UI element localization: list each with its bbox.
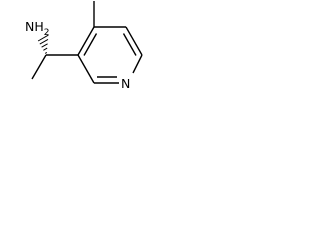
bond-chiral-to-methyl — [31, 54, 47, 80]
hashed-wedge-bond-amine — [37, 34, 49, 54]
pyridine-ring — [77, 26, 143, 84]
bond-c5-c6 — [125, 26, 143, 56]
amine-label: NH2 — [25, 19, 49, 38]
chemical-structure-diagram: NH2 N — [25, 1, 143, 91]
bond-c3-c4-inner — [83, 33, 98, 56]
bond-c2-c3 — [77, 54, 95, 84]
structure-canvas: NH2 N — [0, 0, 166, 115]
bond-c5-c6-inner — [122, 33, 137, 56]
bond-c3-c4 — [77, 26, 95, 56]
ring-nitrogen-label: N — [121, 76, 130, 91]
bond-c6-n — [132, 54, 143, 74]
